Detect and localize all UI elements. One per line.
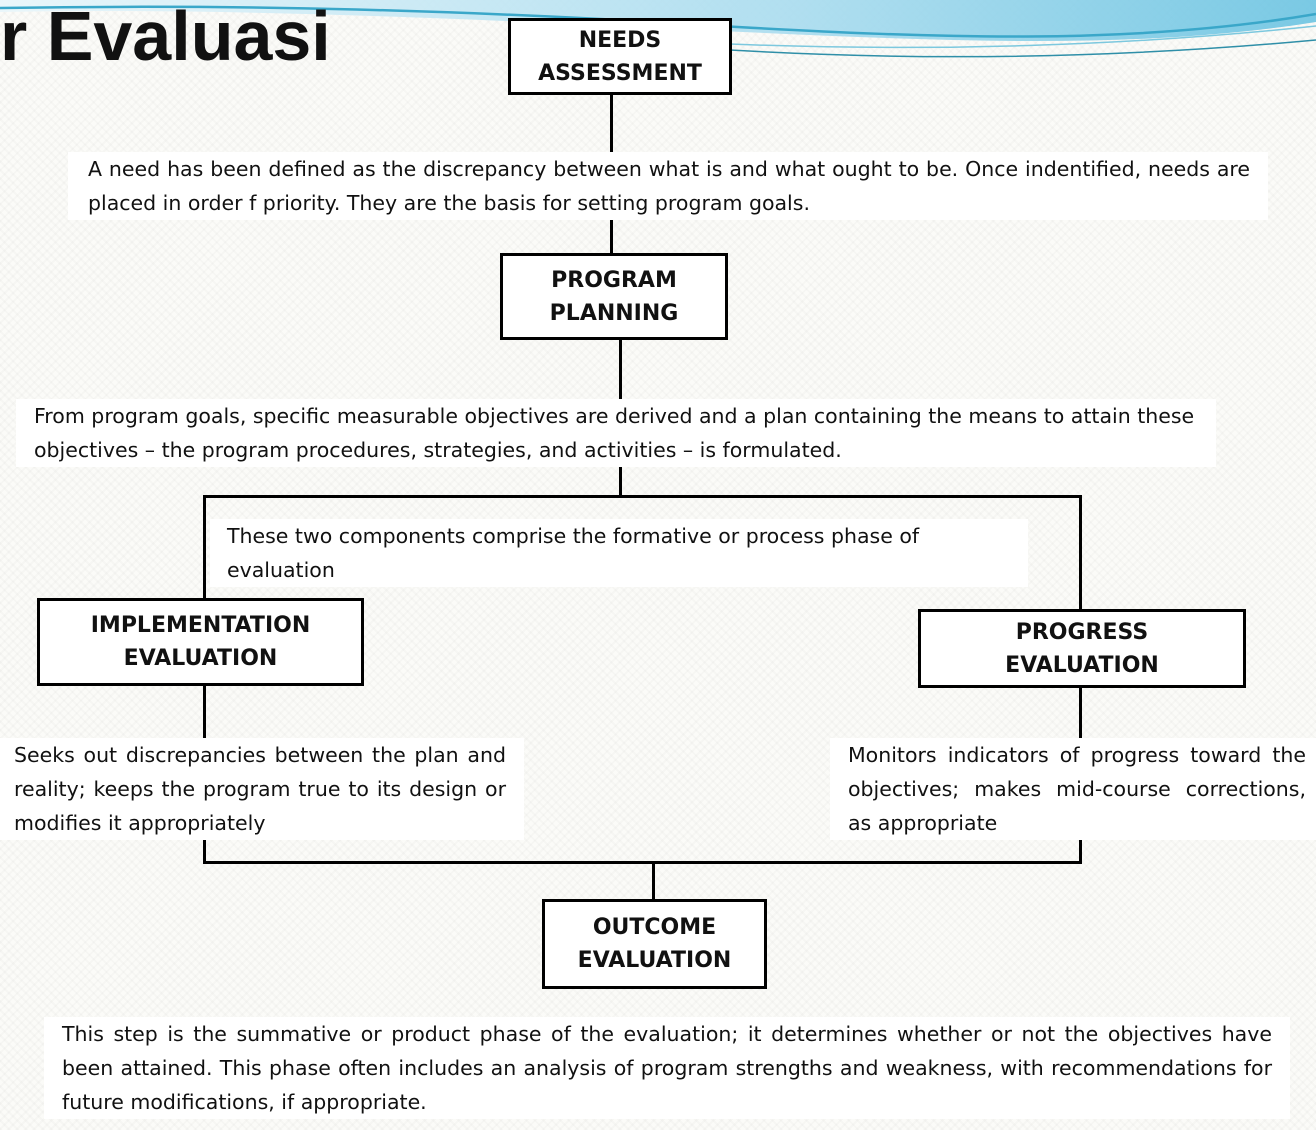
progress-evaluation-box: PROGRESS EVALUATION xyxy=(918,609,1246,688)
outcome-description: This step is the summative or product ph… xyxy=(44,1017,1290,1119)
formative-phase-description: These two components comprise the format… xyxy=(210,519,1028,587)
connector-bar-progress xyxy=(1079,495,1082,610)
needs-assessment-box: NEEDS ASSESSMENT xyxy=(508,18,732,95)
page-title: r Evaluasi xyxy=(0,0,331,75)
connector-merge-bar xyxy=(203,861,1082,864)
connector-merge-outcome xyxy=(652,861,655,899)
needs-description: A need has been defined as the discrepan… xyxy=(68,152,1268,220)
planning-description: From program goals, specific measurable … xyxy=(16,399,1216,467)
implementation-description: Seeks out discrepancies between the plan… xyxy=(0,738,524,840)
program-planning-box: PROGRAM PLANNING xyxy=(500,253,728,340)
progress-description: Monitors indicators of progress toward t… xyxy=(830,738,1316,840)
outcome-evaluation-box: OUTCOME EVALUATION xyxy=(542,899,767,989)
connector-formative-bar xyxy=(203,495,1082,498)
connector-bar-implementation xyxy=(203,495,206,598)
implementation-evaluation-box: IMPLEMENTATION EVALUATION xyxy=(37,598,364,686)
